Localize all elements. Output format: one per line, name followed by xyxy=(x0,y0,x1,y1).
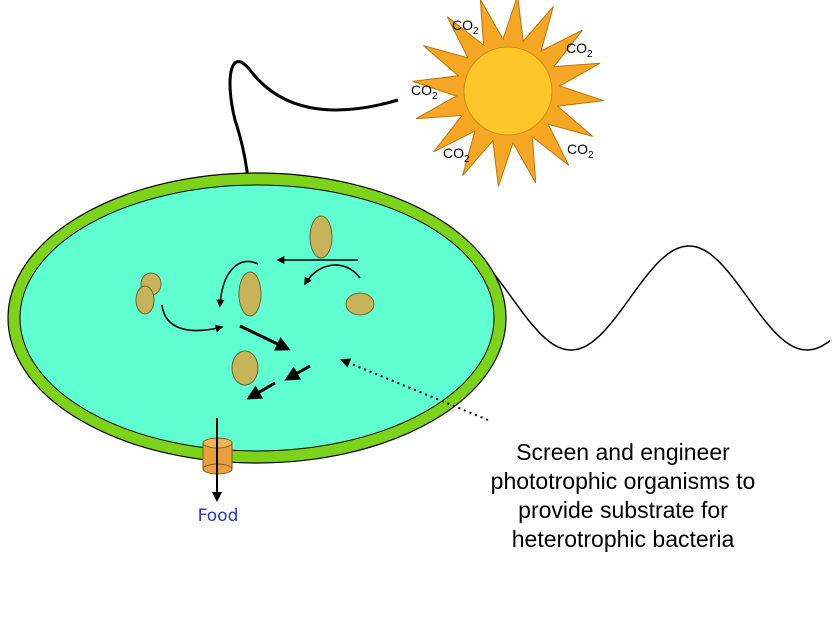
straight-arrow xyxy=(284,364,311,381)
bold-arrows xyxy=(239,324,311,400)
organism xyxy=(345,292,375,316)
caption: Screen and engineer phototrophic organis… xyxy=(440,438,806,554)
curved-arrow xyxy=(216,260,259,308)
straight-arrow xyxy=(239,324,291,351)
curved-arrow xyxy=(304,264,361,286)
internal-arrows xyxy=(161,256,361,333)
sun-icon xyxy=(412,0,604,187)
sine-wave xyxy=(493,245,831,351)
caption-line: phototrophic organisms to xyxy=(490,468,756,494)
organism xyxy=(309,215,333,259)
organism xyxy=(231,350,259,386)
co2-label: CO2 xyxy=(452,17,479,37)
co2-label: CO2 xyxy=(567,141,594,161)
straight-arrow xyxy=(246,381,276,400)
co2-label: CO2 xyxy=(443,145,470,165)
food-label: Food xyxy=(197,506,239,526)
co2-label: CO2 xyxy=(566,40,593,60)
light-input-arrow xyxy=(228,60,399,217)
organisms xyxy=(135,215,375,386)
dotted-pointer xyxy=(340,358,489,421)
cell xyxy=(7,172,507,464)
co2-label: CO2 xyxy=(411,82,438,102)
co2-labels: CO2 CO2 CO2 CO2 CO2 xyxy=(411,17,594,165)
sun-core xyxy=(463,46,553,136)
cytoplasm xyxy=(19,184,495,452)
caption-line: heterotrophic bacteria xyxy=(511,526,735,552)
curved-arrow xyxy=(161,304,224,333)
caption-line: Screen and engineer xyxy=(516,439,730,465)
organism xyxy=(135,285,155,315)
caption-line: provide substrate for xyxy=(518,497,728,523)
organism xyxy=(238,271,262,317)
